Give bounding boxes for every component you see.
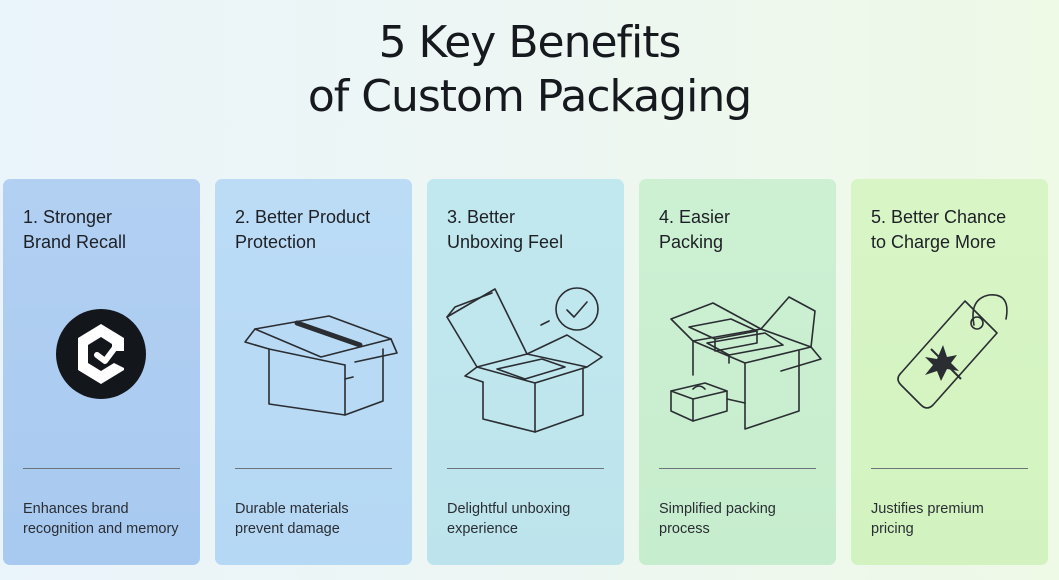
card-heading: 2. Better Product Protection bbox=[235, 205, 405, 255]
card-heading-line-2: Brand Recall bbox=[23, 232, 127, 252]
card-description: Justifies premium pricing bbox=[871, 499, 1043, 539]
benefit-card-easier-packing: 4. Easier Packing bbox=[639, 179, 836, 565]
title-line-1: 5 Key Benefits bbox=[378, 17, 682, 68]
benefit-card-unboxing-feel: 3. Better Unboxing Feel Delightful unbox… bbox=[427, 179, 624, 565]
card-heading-line-1: 3. Better bbox=[447, 207, 516, 227]
card-description: Simplified packing process bbox=[659, 499, 831, 539]
benefit-cards: 1. Stronger Brand Recall Enhances brand … bbox=[3, 179, 1056, 565]
card-heading: 4. Easier Packing bbox=[659, 205, 829, 255]
card-divider bbox=[23, 468, 180, 469]
card-description-line-2: recognition and memory bbox=[23, 521, 179, 537]
closed-box-icon bbox=[225, 279, 402, 439]
card-divider bbox=[871, 468, 1028, 469]
card-description-line-1: Simplified packing bbox=[659, 501, 776, 517]
packed-boxes-icon bbox=[649, 279, 826, 439]
card-description-line-2: process bbox=[659, 521, 710, 537]
page-title: 5 Key Benefits of Custom Packaging bbox=[0, 16, 1059, 124]
card-heading: 1. Stronger Brand Recall bbox=[23, 205, 193, 255]
card-heading-line-1: 1. Stronger bbox=[23, 207, 113, 227]
card-divider bbox=[659, 468, 816, 469]
card-divider bbox=[447, 468, 604, 469]
brand-logo-icon bbox=[13, 279, 190, 439]
card-description-line-1: Justifies premium bbox=[871, 501, 984, 517]
card-description: Delightful unboxing experience bbox=[447, 499, 619, 539]
card-description-line-2: prevent damage bbox=[235, 521, 340, 537]
card-heading-line-2: Packing bbox=[659, 232, 724, 252]
card-description: Durable materials prevent damage bbox=[235, 499, 407, 539]
card-description-line-2: experience bbox=[447, 521, 518, 537]
card-heading-line-2: Protection bbox=[235, 232, 317, 252]
card-heading: 3. Better Unboxing Feel bbox=[447, 205, 617, 255]
card-description: Enhances brand recognition and memory bbox=[23, 499, 195, 539]
card-description-line-1: Delightful unboxing bbox=[447, 501, 571, 517]
title-line-2: of Custom Packaging bbox=[307, 71, 752, 122]
card-description-line-2: pricing bbox=[871, 521, 914, 537]
card-heading-line-1: 5. Better Chance bbox=[871, 207, 1007, 227]
card-heading-line-1: 4. Easier bbox=[659, 207, 731, 227]
card-divider bbox=[235, 468, 392, 469]
card-heading-line-2: Unboxing Feel bbox=[447, 232, 564, 252]
card-heading: 5. Better Chance to Charge More bbox=[871, 205, 1041, 255]
card-heading-line-1: 2. Better Product bbox=[235, 207, 371, 227]
card-heading-line-2: to Charge More bbox=[871, 232, 997, 252]
benefit-card-product-protection: 2. Better Product Protection Durable mat… bbox=[215, 179, 412, 565]
card-description-line-1: Durable materials bbox=[235, 501, 349, 517]
benefit-card-charge-more: 5. Better Chance to Charge More Justifie… bbox=[851, 179, 1048, 565]
open-box-checkmark-icon bbox=[437, 279, 614, 439]
card-description-line-1: Enhances brand bbox=[23, 501, 129, 517]
price-tag-icon bbox=[861, 279, 1038, 439]
benefit-card-brand-recall: 1. Stronger Brand Recall Enhances brand … bbox=[3, 179, 200, 565]
